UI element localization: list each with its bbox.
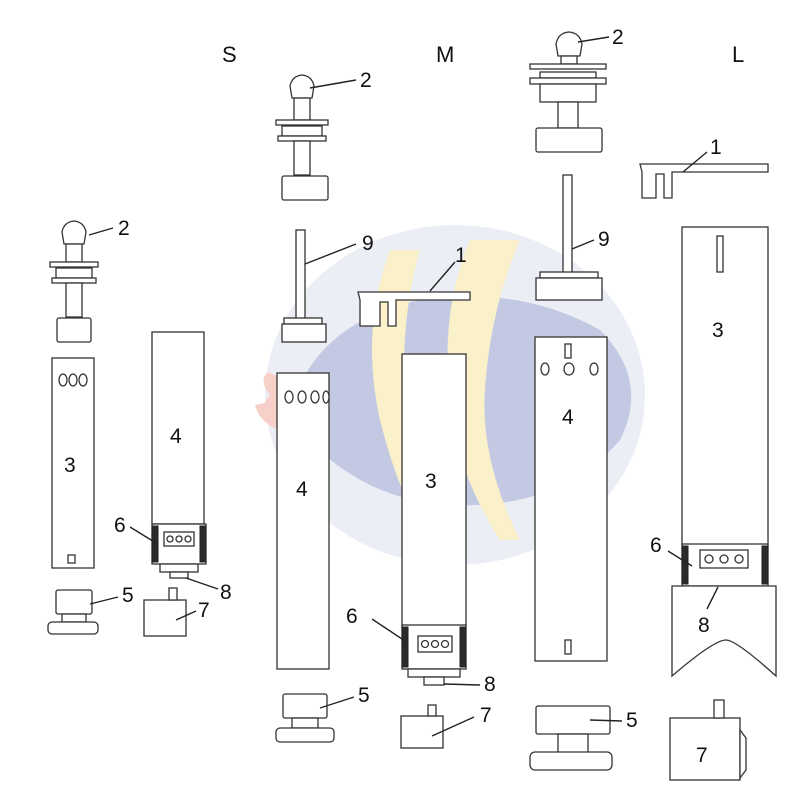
callout-9-large: 9 <box>598 228 610 251</box>
assembly-medium <box>275 74 471 749</box>
callout-2-medium: 2 <box>360 69 372 92</box>
air-valve-part-small <box>49 220 99 343</box>
callout-3-medium: 3 <box>425 470 437 493</box>
air-valve-part-medium <box>275 74 329 201</box>
collar-medium <box>401 624 467 686</box>
suction-base-medium <box>275 693 335 743</box>
callout-2-small: 2 <box>118 217 130 240</box>
air-tube-large <box>535 174 603 301</box>
air-valve-part-large <box>529 31 607 153</box>
collar-small <box>151 523 207 579</box>
callout-6-large: 6 <box>650 534 662 557</box>
callout-4-small: 4 <box>170 425 182 448</box>
callout-4-large: 4 <box>562 406 574 429</box>
foam-base-large <box>671 585 777 678</box>
callout-5-small: 5 <box>122 584 134 607</box>
sponge-tube-large <box>534 336 608 662</box>
assembly-large-inner <box>529 31 613 771</box>
suction-base-small <box>47 589 99 635</box>
callout-8-large: 8 <box>698 614 710 637</box>
callout-6-small: 6 <box>114 514 126 537</box>
callout-3-small: 3 <box>64 454 76 477</box>
callout-4-medium: 4 <box>296 478 308 501</box>
mounting-clip-large <box>639 163 769 199</box>
collar-large <box>681 543 769 587</box>
size-label-small: S <box>222 42 237 67</box>
weight-block-small <box>143 587 187 637</box>
size-label-medium: M <box>436 42 454 67</box>
callout-1-large: 1 <box>710 136 722 159</box>
callout-5-large: 5 <box>626 709 638 732</box>
callout-3-large: 3 <box>712 319 724 342</box>
callout-8-medium: 8 <box>484 673 496 696</box>
callout-labels: 2 3 4 6 5 8 7 2 9 1 4 3 6 8 5 7 2 9 4 5 … <box>64 26 724 767</box>
callout-7-small: 7 <box>198 599 210 622</box>
mounting-clip-medium <box>357 291 471 327</box>
suction-base-large <box>529 705 613 771</box>
weight-block-medium <box>400 704 444 749</box>
sponge-large <box>681 226 769 546</box>
sponge-tube-small <box>51 357 95 569</box>
weight-block-large <box>669 699 747 781</box>
callout-7-medium: 7 <box>480 704 492 727</box>
assembly-large-outer <box>639 163 777 781</box>
size-label-large: L <box>732 42 744 67</box>
air-tube-medium <box>281 229 327 343</box>
sponge-tube-medium <box>276 372 330 670</box>
callout-2-large: 2 <box>612 26 624 49</box>
callout-1-medium: 1 <box>455 244 467 267</box>
callout-5-medium: 5 <box>358 684 370 707</box>
sponge-small <box>151 331 205 525</box>
callout-7-large: 7 <box>696 744 708 767</box>
assembly-small <box>47 220 207 637</box>
callout-6-medium: 6 <box>346 605 358 628</box>
sponge-medium <box>401 353 467 627</box>
callout-8-small: 8 <box>220 581 232 604</box>
leader-lines <box>88 36 719 737</box>
callout-9-medium: 9 <box>362 232 374 255</box>
